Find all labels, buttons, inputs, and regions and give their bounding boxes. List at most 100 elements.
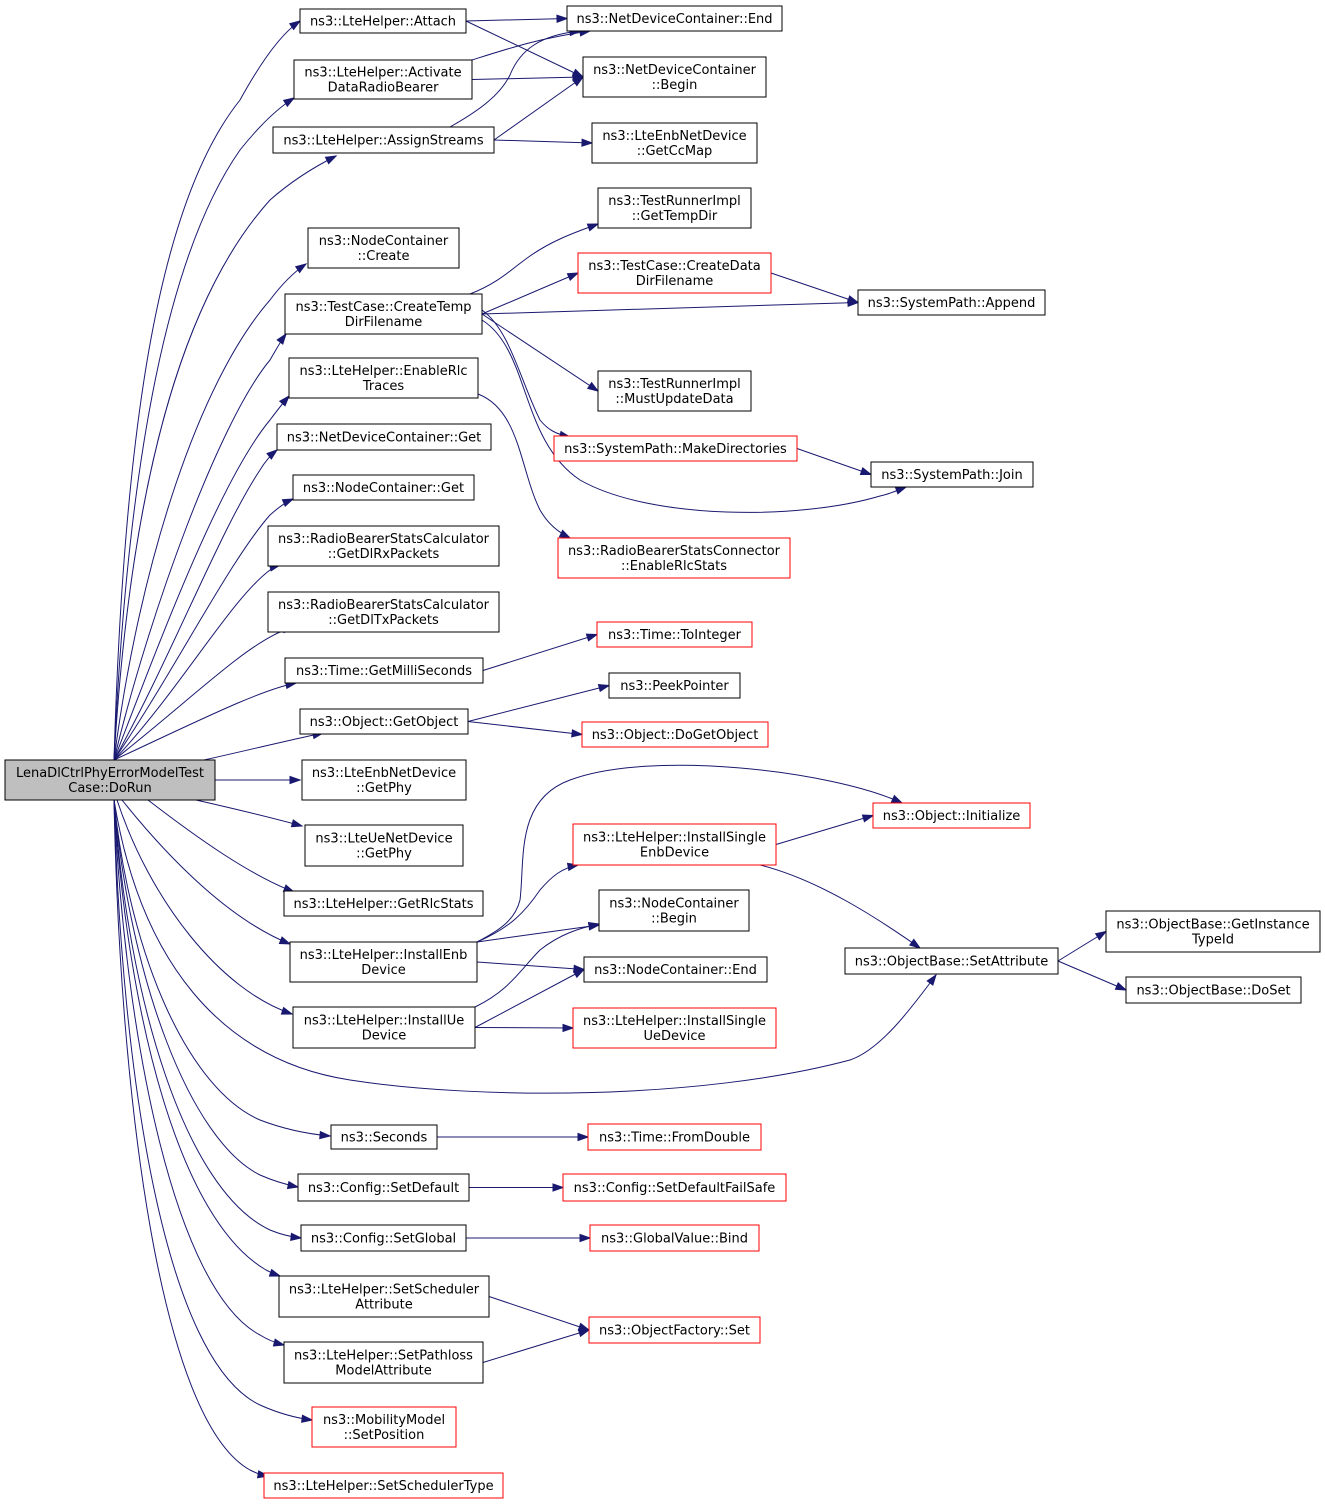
node-box	[872, 802, 1031, 829]
node-setdefaultfailsafe[interactable]: ns3::Config::SetDefaultFailSafe	[562, 1173, 787, 1202]
node-getmilli[interactable]: ns3::Time::GetMilliSeconds	[284, 657, 484, 684]
edge-arrowhead	[926, 973, 937, 986]
node-getrlcstats[interactable]: ns3::LteHelper::GetRlcStats	[283, 890, 484, 917]
edge-arrowhead	[294, 263, 308, 274]
node-label-line: ns3::ObjectBase::GetInstance	[1116, 918, 1309, 933]
edge-line	[493, 76, 584, 141]
edge-line	[113, 20, 301, 761]
edge-arrowhead	[301, 1414, 314, 1423]
node-box	[588, 1316, 761, 1344]
node-join[interactable]: ns3::SystemPath::Join	[870, 461, 1034, 488]
node-setschedtype[interactable]: ns3::LteHelper::SetSchedulerType	[263, 1472, 504, 1499]
node-label-line: ns3::NodeContainer	[609, 897, 739, 912]
node-setdefault[interactable]: ns3::Config::SetDefault	[297, 1173, 470, 1202]
node-setglobal[interactable]: ns3::Config::SetGlobal	[300, 1224, 467, 1252]
node-attach[interactable]: ns3::LteHelper::Attach	[299, 8, 467, 34]
node-label-line: ns3::LteEnbNetDevice	[602, 129, 746, 144]
node-label-line: ::Begin	[651, 912, 697, 927]
node-nc_get[interactable]: ns3::NodeContainer::Get	[292, 474, 475, 501]
node-box	[572, 823, 777, 866]
edge-root-to-ue_getphy	[195, 799, 304, 828]
node-nc_end[interactable]: ns3::NodeContainer::End	[583, 956, 768, 983]
node-ofset[interactable]: ns3::ObjectFactory::Set	[588, 1316, 761, 1344]
edge-line	[203, 732, 324, 761]
node-assign[interactable]: ns3::LteHelper::AssignStreams	[272, 126, 495, 154]
node-enablerlcstats[interactable]: ns3::RadioBearerStatsConnector::EnableRl…	[557, 537, 791, 579]
edge-arrowhead	[290, 819, 304, 828]
edge-line	[113, 799, 269, 1477]
node-label-line: ns3::LteHelper::Activate	[304, 66, 461, 81]
node-initialize[interactable]: ns3::Object::Initialize	[872, 802, 1031, 829]
node-setattribute[interactable]: ns3::ObjectBase::SetAttribute	[844, 947, 1059, 975]
node-getccmap[interactable]: ns3::LteEnbNetDevice::GetCcMap	[591, 122, 758, 164]
edge-arrowhead	[597, 684, 611, 693]
node-ndc_end[interactable]: ns3::NetDeviceContainer::End	[566, 5, 783, 32]
node-nc_begin[interactable]: ns3::NodeContainer::Begin	[598, 889, 750, 932]
node-label-line: ns3::LteHelper::SetSchedulerType	[273, 1479, 493, 1494]
edge-line	[474, 923, 600, 1008]
edge-root-to-enb_getphy	[215, 775, 302, 785]
node-seconds[interactable]: ns3::Seconds	[330, 1124, 438, 1150]
node-setpathloss[interactable]: ns3::LteHelper::SetPathlossModelAttribut…	[283, 1341, 484, 1384]
edge-line	[147, 799, 295, 893]
node-mustupdate[interactable]: ns3::TestRunnerImpl::MustUpdateData	[597, 370, 752, 412]
node-getdlrx[interactable]: ns3::RadioBearerStatsCalculator::GetDlRx…	[267, 525, 500, 567]
edge-root-to-attach	[113, 20, 302, 761]
node-fromdouble[interactable]: ns3::Time::FromDouble	[587, 1123, 762, 1151]
node-dogetobject[interactable]: ns3::Object::DoGetObject	[581, 721, 769, 748]
edge-setglobal-to-gvbind	[466, 1233, 592, 1243]
node-tointeger[interactable]: ns3::Time::ToInteger	[596, 621, 753, 648]
node-ndc_begin[interactable]: ns3::NetDeviceContainer::Begin	[582, 56, 767, 98]
node-ue_getphy[interactable]: ns3::LteUeNetDevice::GetPhy	[304, 824, 464, 867]
node-append[interactable]: ns3::SystemPath::Append	[857, 289, 1046, 316]
node-peekpointer[interactable]: ns3::PeekPointer	[608, 672, 741, 699]
node-label-line: ns3::TestCase::CreateData	[588, 259, 760, 274]
node-label-line: ns3::LteHelper::SetScheduler	[289, 1283, 480, 1298]
edge-installue-to-nc_begin	[474, 922, 601, 1008]
edge-line	[481, 319, 907, 513]
edge-root-to-activate	[113, 97, 296, 761]
edge-attach-to-ndc_end	[465, 14, 569, 23]
node-label-line: ns3::NodeContainer::End	[594, 963, 757, 978]
node-label-line: ::SetPosition	[344, 1428, 425, 1443]
node-label-line: ns3::Seconds	[341, 1131, 428, 1146]
edge-root-to-createtemp	[113, 332, 287, 761]
node-gettempdir[interactable]: ns3::TestRunnerImpl::GetTempDir	[597, 187, 752, 229]
edge-createtemp-to-join	[481, 319, 908, 513]
edge-arrowhead	[278, 936, 292, 945]
node-label-line: ns3::SystemPath::Join	[881, 468, 1022, 483]
edge-installue-to-installsingleue	[474, 1023, 575, 1033]
node-ndc_get[interactable]: ns3::NetDeviceContainer::Get	[276, 423, 492, 451]
edge-line	[113, 799, 331, 1137]
edge-arrowhead	[280, 1006, 294, 1015]
node-gvbind[interactable]: ns3::GlobalValue::Bind	[589, 1224, 760, 1252]
node-label-line: ns3::Config::SetGlobal	[311, 1232, 456, 1247]
node-box	[577, 252, 772, 294]
node-box	[304, 824, 464, 867]
edge-arrowhead	[552, 1183, 565, 1192]
node-doset[interactable]: ns3::ObjectBase::DoSet	[1125, 976, 1302, 1004]
node-getobject[interactable]: ns3::Object::GetObject	[299, 708, 469, 735]
node-nc_create[interactable]: ns3::NodeContainer::Create	[307, 227, 460, 269]
node-label-line: EnbDevice	[640, 846, 709, 861]
node-setposition[interactable]: ns3::MobilityModel::SetPosition	[311, 1406, 457, 1448]
node-getdltx[interactable]: ns3::RadioBearerStatsCalculator::GetDlTx…	[267, 591, 500, 633]
edge-line	[113, 682, 297, 761]
edge-line	[474, 1027, 574, 1029]
edge-line	[476, 961, 585, 970]
node-label-line: ns3::TestRunnerImpl	[608, 194, 741, 209]
node-label-line: ns3::Time::FromDouble	[599, 1131, 750, 1146]
node-enb_getphy[interactable]: ns3::LteEnbNetDevice::GetPhy	[301, 759, 467, 801]
node-makedirs[interactable]: ns3::SystemPath::MakeDirectories	[553, 435, 798, 462]
